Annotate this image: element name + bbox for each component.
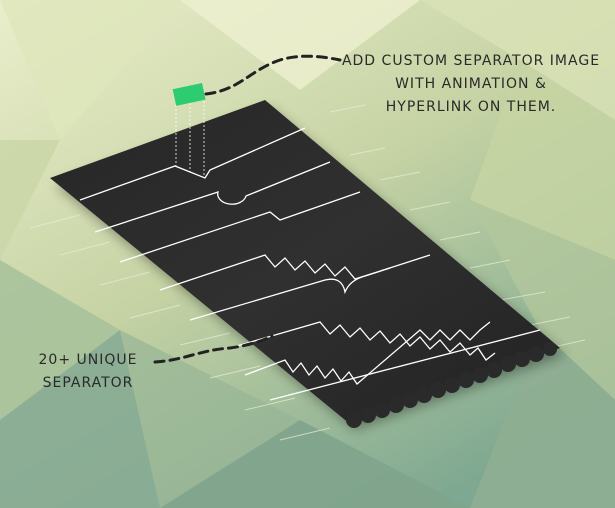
callout-top-line1: ADD CUSTOM SEPARATOR IMAGE (341, 53, 601, 69)
separator-round (94, 161, 331, 233)
separator-curve (189, 254, 431, 321)
callout-bottom-line2: SEPARATOR (42, 375, 134, 391)
image-marker-icon (172, 83, 206, 106)
image-marker-guide (175, 97, 205, 178)
callout-top-line3: HYPERLINK ON THEM. (385, 99, 557, 115)
callout-connector-bottom (153, 334, 274, 364)
scalloped-edge (346, 342, 557, 428)
separator-notch (79, 127, 306, 201)
separator-zigzag-2 (229, 321, 496, 361)
separator-zigzag-3 (244, 321, 491, 385)
separator-arrow (119, 191, 361, 263)
separator-straight (269, 329, 541, 401)
callout-custom-image: ADD CUSTOM SEPARATOR IMAGE WITH ANIMATIO… (336, 50, 606, 119)
callout-bottom-line1: 20+ UNIQUE (38, 352, 138, 368)
callout-connector-top (204, 54, 342, 96)
callout-top-line2: WITH ANIMATION & (395, 76, 547, 92)
separator-lines (79, 127, 541, 401)
callout-unique-separator: 20+ UNIQUE SEPARATOR (18, 349, 158, 395)
separator-zigzag-1 (159, 254, 391, 291)
